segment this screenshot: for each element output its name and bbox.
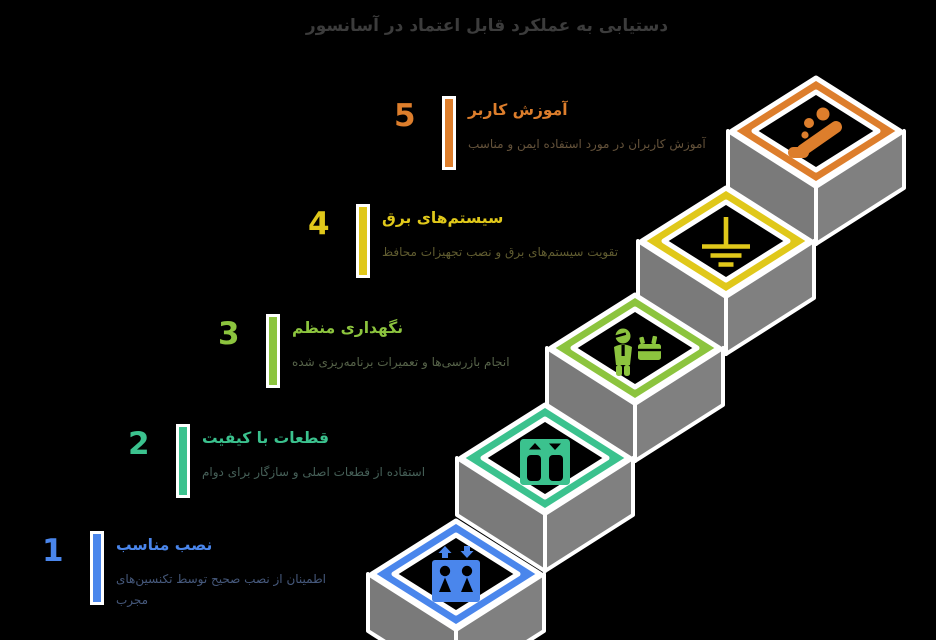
- step-4-diamond-ring: [639, 185, 813, 297]
- escalator-person-icon: [788, 107, 842, 158]
- step-5-accent-bar: [442, 96, 456, 170]
- elevator-doors-icon: [520, 439, 570, 485]
- step-1-description: اطمینان از نصب صحیح توسط تکنسین‌های مجرب: [116, 572, 326, 607]
- step-2-number: 2: [128, 426, 150, 462]
- elevator-passengers-icon: [432, 546, 480, 602]
- step-1-title: نصب مناسب: [116, 536, 213, 554]
- step-4-label-block: 4 سیستم‌های برق تقویت سیستم‌های برق و نص…: [302, 204, 652, 278]
- step-4-accent-bar: [356, 204, 370, 278]
- step-5-texts: آموزش کاربر آموزش کاربران در مورد استفاد…: [468, 96, 738, 155]
- step-2-title: قطعات با کیفیت: [202, 429, 330, 447]
- page-title: دستیابی به عملکرد قابل اعتماد در آسانسور: [305, 16, 669, 36]
- step-2-texts: قطعات با کیفیت استفاده از قطعات اصلی و س…: [202, 424, 472, 483]
- step-1-diamond-ring: [369, 518, 543, 630]
- step-2-accent-bar: [176, 424, 190, 498]
- step-3-title: نگهداری منظم: [292, 319, 404, 337]
- electrical-ground-icon: [702, 217, 750, 267]
- step-3-label-block: 3 نگهداری منظم انجام بازرسی‌ها و تعمیرات…: [212, 314, 562, 388]
- step-4-description: تقویت سیستم‌های برق و نصب تجهیزات محافظ: [382, 245, 619, 259]
- step-4-number: 4: [308, 206, 330, 242]
- step-3-diamond-ring: [548, 292, 722, 404]
- step-3-description: انجام بازرسی‌ها و تعمیرات برنامه‌ریزی شد…: [292, 355, 510, 369]
- step-2-description: استفاده از قطعات اصلی و سازگار برای دوام: [202, 465, 426, 479]
- step-2-diamond-ring: [458, 402, 632, 514]
- step-4-title: سیستم‌های برق: [382, 209, 504, 227]
- step-5-description: آموزش کاربران در مورد استفاده ایمن و منا…: [468, 137, 706, 151]
- step-1-accent-bar: [90, 531, 104, 605]
- step-1-texts: نصب مناسب اطمینان از نصب صحیح توسط تکنسی…: [116, 531, 341, 611]
- step-5-number: 5: [394, 98, 416, 134]
- step-5-label-block: 5 آموزش کاربر آموزش کاربران در مورد استف…: [388, 96, 738, 170]
- step-3-accent-bar: [266, 314, 280, 388]
- step-1-label-block: 1 نصب مناسب اطمینان از نصب صحیح توسط تکن…: [36, 531, 341, 611]
- step-3-texts: نگهداری منظم انجام بازرسی‌ها و تعمیرات ب…: [292, 314, 562, 373]
- step-4-texts: سیستم‌های برق تقویت سیستم‌های برق و نصب …: [382, 204, 652, 263]
- maintenance-worker-icon: [614, 328, 661, 376]
- step-5-title: آموزش کاربر: [468, 101, 568, 119]
- step-1-number: 1: [42, 533, 64, 569]
- step-3-number: 3: [218, 316, 240, 352]
- step-2-label-block: 2 قطعات با کیفیت استفاده از قطعات اصلی و…: [122, 424, 472, 498]
